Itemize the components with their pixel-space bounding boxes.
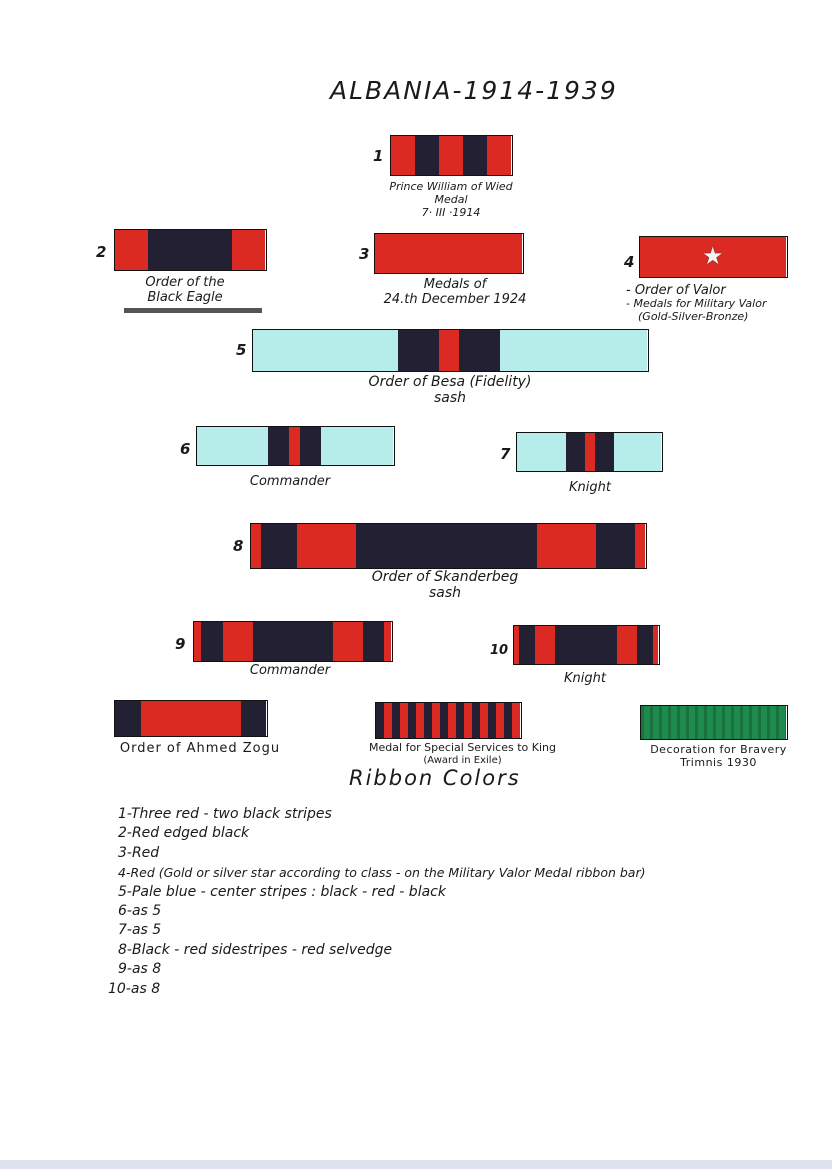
ribbon-2-caption: Order of the Black Eagle [110,275,260,305]
ribbon-7 [516,432,663,472]
ribbon-6-caption: Commander [249,474,331,489]
ribbon-10-caption: Knight [564,671,606,686]
ribbon-1-caption-line-1: Prince William of Wied [389,180,513,193]
legend-item: 3-Red [118,844,160,861]
ribbon-ahmed-zogu-caption: Order of Ahmed Zogu [119,741,281,756]
ribbon-7-number: 7 [500,445,511,463]
legend-list: 1-Three red - two black stripes 2-Red ed… [108,805,645,999]
ribbon-3-caption-line-1: Medals of [423,277,487,292]
ribbon-bravery-caption-line-2: Trimnis 1930 [680,756,757,769]
ribbon-bravery [640,705,788,740]
ribbon-3 [374,233,524,274]
ribbon-8-number: 8 [233,537,244,555]
legend-item: 7-as 5 [118,922,162,939]
ribbon-6-number: 6 [180,440,191,458]
ribbon-special-services-caption-line-1: Medal for Special Services to King [369,741,556,754]
ribbon-4-caption-line-3: (Gold-Silver-Bronze) [638,310,749,323]
struck-out-line [124,308,262,313]
ribbon-5-caption-line-1: Order of Besa (Fidelity) [368,374,532,390]
legend-item: 9-as 8 [118,961,162,978]
ribbon-4-caption: - Order of Valor - Medals for Military V… [626,284,806,323]
ribbon-2-caption-line-2: Black Eagle [147,290,223,305]
ribbon-ahmed-zogu [114,700,268,737]
ribbon-2-caption-line-1: Order of the [145,275,225,290]
ribbon-4 [639,236,788,278]
ribbon-6 [196,426,395,466]
ribbon-1-caption-line-2: Medal [434,193,468,206]
ribbon-8 [250,523,647,569]
ribbon-4-caption-line-1: - Order of Valor [626,283,726,298]
ribbon-3-caption: Medals of 24.th December 1924 [370,277,540,307]
legend-item: 4-Red (Gold or silver star according to … [118,865,646,881]
ribbon-3-caption-line-2: 24.th December 1924 [383,292,527,307]
legend-item: 2-Red edged black [118,825,250,842]
ribbon-9-number: 9 [175,635,186,653]
ribbon-9-caption: Commander [249,663,331,678]
ribbon-5-caption: Order of Besa (Fidelity) sash [300,374,600,406]
ribbon-1-caption: Prince William of Wied Medal 7· III ·191… [362,180,540,219]
legend-item: 10-as 8 [108,980,161,997]
legend-item: 6-as 5 [118,903,162,920]
ribbon-special-services-caption-line-2: (Award in Exile) [423,755,502,766]
ribbon-1-number: 1 [373,147,384,165]
ribbon-5 [252,329,649,372]
legend-item: 5-Pale blue - center stripes : black - r… [118,883,446,900]
page-title: ALBANIA-1914-1939 [330,76,618,105]
ribbon-1 [390,135,513,176]
legend-item: 8-Black - red sidestripes - red selvedge [118,941,393,958]
ribbon-1-caption-line-3: 7· III ·1914 [421,206,481,219]
ribbon-special-services [375,702,522,739]
ribbon-5-caption-line-2: sash [433,390,467,406]
ribbon-5-number: 5 [236,341,247,359]
ribbon-2-number: 2 [96,243,107,261]
ribbon-10 [513,625,660,665]
ribbon-8-caption-line-2: sash [428,585,462,601]
legend-heading: Ribbon Colors [349,766,521,790]
ribbon-bravery-caption-line-1: Decoration for Bravery [650,743,787,756]
ribbon-4-number: 4 [624,253,635,271]
ribbon-3-number: 3 [359,245,370,263]
legend-item: 1-Three red - two black stripes [118,806,332,822]
ribbon-special-services-caption: Medal for Special Services to King (Awar… [340,741,585,767]
ribbon-9 [193,621,393,662]
ribbon-10-number: 10 [490,643,509,658]
ribbon-8-caption: Order of Skanderbeg sash [300,569,590,601]
ribbon-bravery-caption: Decoration for Bravery Trimnis 1930 [626,743,811,769]
ribbon-7-caption: Knight [569,480,611,495]
star-icon: ★ [702,242,724,270]
ribbon-4-caption-line-2: - Medals for Military Valor [626,297,767,310]
ribbon-2 [114,229,267,271]
scan-edge [0,1160,832,1169]
ribbon-8-caption-line-1: Order of Skanderbeg [371,569,519,585]
